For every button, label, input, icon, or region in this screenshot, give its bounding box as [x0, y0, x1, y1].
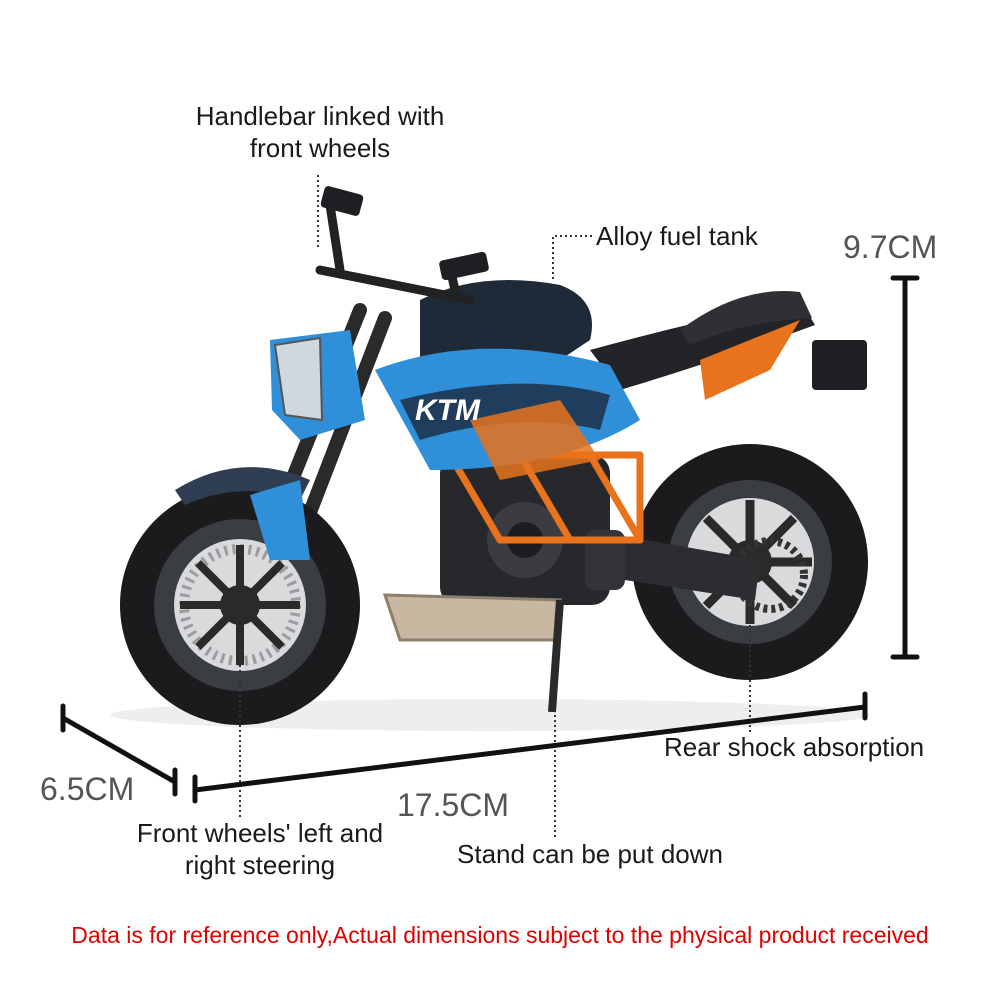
steering-callout-line-2: right steering: [184, 850, 336, 880]
height-dimension-line: [890, 275, 920, 660]
brand-logo-decal: KTM: [415, 394, 481, 427]
fuel-tank-leader-line: [552, 235, 592, 280]
length-dimension-label: 17.5CM: [397, 787, 510, 823]
width-dimension-line: [60, 703, 178, 797]
kickstand: [548, 599, 564, 713]
front-fender: [175, 467, 310, 505]
fuel-tank-callout: Alloy fuel tank: [596, 221, 758, 251]
headlight: [270, 330, 365, 440]
disclaimer-note: Data is for reference only,Actual dimens…: [71, 922, 929, 948]
length-dimension-line: [192, 691, 868, 804]
handlebar-callout-line-1: Handlebar linked with: [195, 101, 445, 131]
width-dimension-label: 6.5CM: [40, 771, 135, 807]
handlebar-callout: Handlebar linked with front wheels: [160, 100, 480, 164]
rear-shock-callout: Rear shock absorption: [664, 732, 925, 762]
seat: [590, 291, 867, 400]
steering-callout: Front wheels' left and right steering: [110, 817, 410, 881]
left-mirror: [320, 186, 364, 216]
steering-callout-line-1: Front wheels' left and: [136, 818, 384, 848]
right-mirror: [439, 251, 489, 281]
handlebar-callout-line-2: front wheels: [249, 133, 391, 163]
height-dimension-label: 9.7CM: [843, 229, 938, 265]
fuel-tank: KTM: [375, 280, 640, 480]
stand-callout: Stand can be put down: [457, 839, 723, 869]
